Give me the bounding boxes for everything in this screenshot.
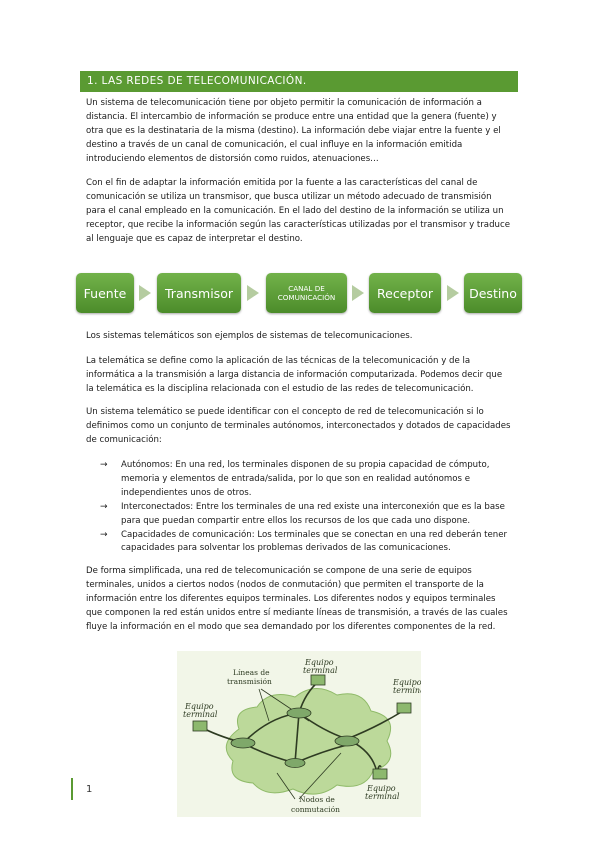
flow-node-label: Transmisor xyxy=(165,285,233,301)
terminal-box xyxy=(372,768,388,780)
flow-node-label-line1: CANAL DE xyxy=(288,284,325,293)
list-item-text: Capacidades de comunicación: Los termina… xyxy=(121,529,508,554)
callout-line xyxy=(276,772,296,800)
label-equipo: Equipo xyxy=(366,784,396,793)
terminal-box xyxy=(396,702,412,714)
paragraph-network-concept: Un sistema telemático se puede identific… xyxy=(86,407,511,445)
flow-node-label-line2: COMUNICACIÓN xyxy=(277,293,336,302)
switching-nodes xyxy=(230,707,360,768)
paragraph-telecom-system: Un sistema de telecomunicación tiene por… xyxy=(86,98,501,164)
callout-line xyxy=(258,688,270,722)
label-terminal: terminal xyxy=(393,686,421,695)
flow-node-transmisor: Transmisor xyxy=(157,273,241,313)
flow-node-canal: CANAL DE COMUNICACIÓN xyxy=(266,273,347,313)
flow-arrow-icon xyxy=(447,285,459,301)
network-diagram-figure: Equipo terminal Equipo terminal Equipo t… xyxy=(177,651,428,817)
right-arrow-icon: → xyxy=(100,529,108,540)
flow-arrow-icon xyxy=(139,285,151,301)
label-terminal: terminal xyxy=(183,710,218,719)
terminal-box xyxy=(310,674,326,686)
page-number-bar xyxy=(71,778,73,800)
terminal-equipments xyxy=(192,674,412,780)
paragraph-telematics-definition: La telemática se define como la aplicaci… xyxy=(86,356,503,394)
section-heading-bar: 1. LAS REDES DE TELECOMUNICACIÓN. xyxy=(80,71,518,92)
flow-node-receptor: Receptor xyxy=(369,273,441,313)
label-equipo: Equipo xyxy=(392,678,421,687)
list-item-text: Autónomos: En una red, los terminales di… xyxy=(121,460,490,498)
paragraph-transmitter-receiver: Con el fin de adaptar la información emi… xyxy=(86,178,510,244)
list-item: → Interconectados: Entre los terminales … xyxy=(100,501,520,529)
label-equipo: Equipo xyxy=(184,702,214,711)
flow-node-label: Destino xyxy=(469,285,517,301)
paragraph-network-components: De forma simplificada, una red de teleco… xyxy=(86,566,508,632)
label-conmutacion: conmutación xyxy=(291,805,340,814)
flow-arrow-icon xyxy=(247,285,259,301)
flow-arrow-icon xyxy=(352,285,364,301)
terminal-box xyxy=(192,720,208,732)
label-terminal: terminal xyxy=(365,792,400,801)
characteristics-list: → Autónomos: En una red, los terminales … xyxy=(100,459,520,556)
switching-node xyxy=(284,758,306,768)
list-item: → Capacidades de comunicación: Los termi… xyxy=(100,529,520,557)
flow-node-fuente: Fuente xyxy=(76,273,134,313)
label-nodos: Nodos de xyxy=(299,795,335,804)
label-equipo: Equipo xyxy=(304,658,334,667)
label-lineas: Líneas de xyxy=(233,668,270,677)
list-item-text: Interconectados: Entre los terminales de… xyxy=(121,501,505,526)
page-number: 1 xyxy=(86,784,93,795)
communication-flow-diagram: Fuente Transmisor CANAL DE COMUNICACIÓN … xyxy=(76,273,523,313)
flow-node-label: CANAL DE COMUNICACIÓN xyxy=(278,284,336,302)
label-terminal: terminal xyxy=(303,666,338,675)
paragraph-telematic-systems: Los sistemas telemáticos son ejemplos de… xyxy=(86,331,413,341)
switching-node xyxy=(286,707,312,719)
switching-node xyxy=(334,735,360,747)
network-diagram-svg: Equipo terminal Equipo terminal Equipo t… xyxy=(183,658,428,814)
flow-node-label: Receptor xyxy=(377,285,433,301)
right-arrow-icon: → xyxy=(100,501,108,512)
flow-node-destino: Destino xyxy=(464,273,522,313)
label-transmision: transmisión xyxy=(227,677,272,686)
right-arrow-icon: → xyxy=(100,460,108,470)
callout-line xyxy=(298,752,342,800)
section-heading: 1. LAS REDES DE TELECOMUNICACIÓN. xyxy=(87,75,307,87)
flow-node-label: Fuente xyxy=(83,285,127,301)
switching-node xyxy=(230,737,256,749)
list-item: → Autónomos: En una red, los terminales … xyxy=(100,459,520,501)
